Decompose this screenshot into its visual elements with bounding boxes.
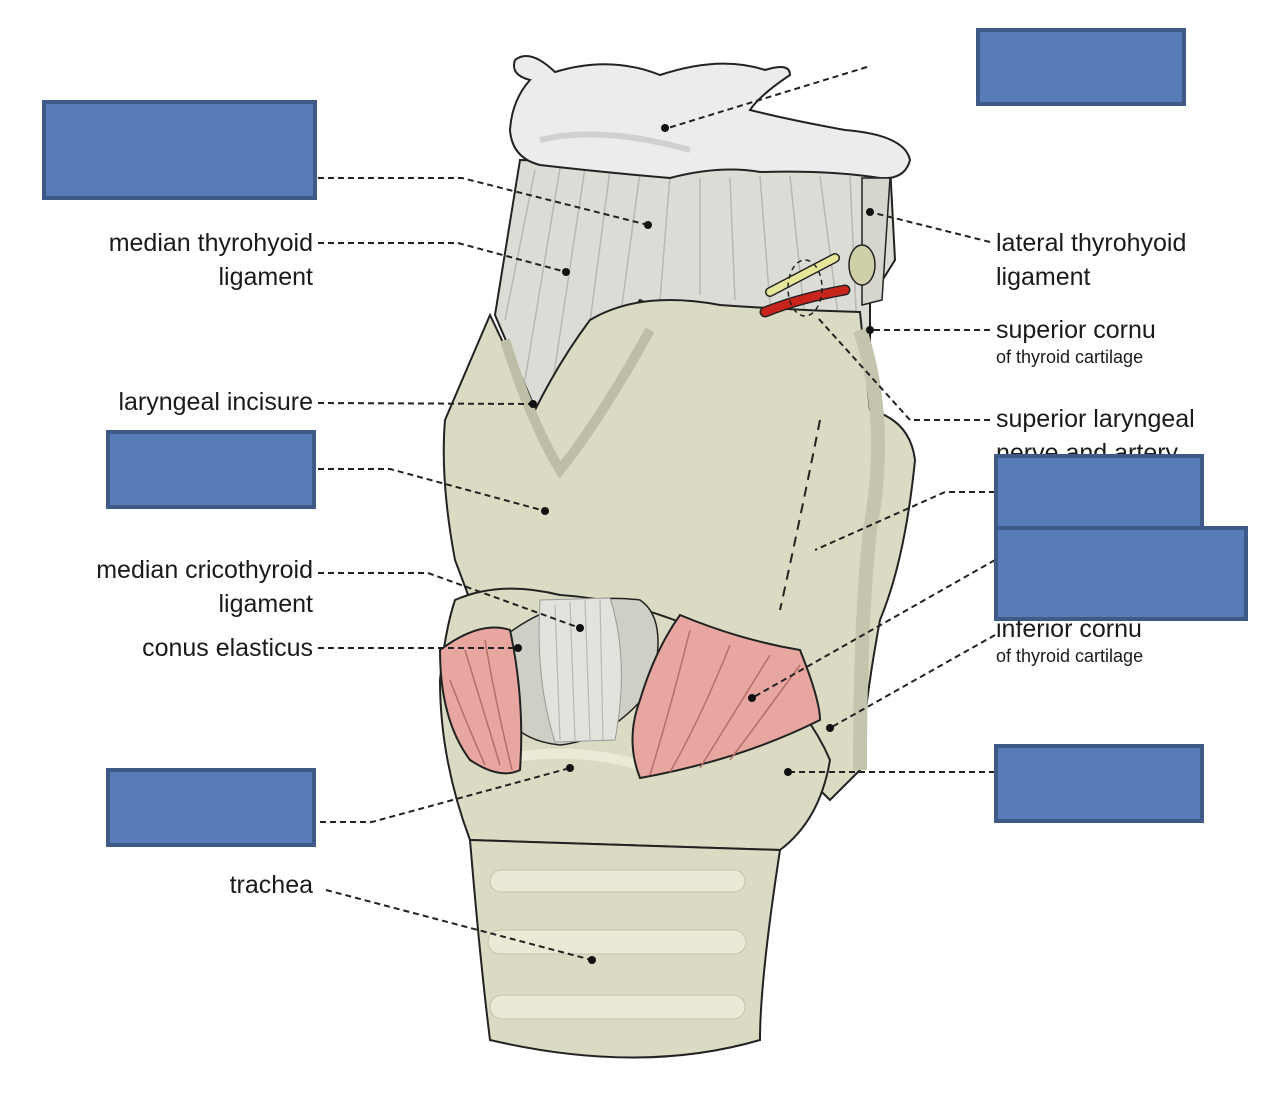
blank-label-box-cricothyroid-joint[interactable] <box>994 744 1204 823</box>
label-superior-cornu-sub: of thyroid cartilage <box>996 347 1144 367</box>
label-lateral-thyrohyoid-line2: ligament <box>996 263 1091 291</box>
hyoid-bone <box>508 55 912 180</box>
blank-label-box-cricothyroid-muscle[interactable] <box>994 526 1248 621</box>
triticeous-cartilage <box>848 244 876 286</box>
label-lateral-thyrohyoid-line1: lateral thyrohyoid <box>996 229 1187 257</box>
label-median-cricothyroid-line2: ligament <box>218 590 314 618</box>
label-lateral-thyrohyoid-ligament: lateral thyrohyoid ligament <box>996 226 1186 294</box>
blank-label-box-thyrohyoid-membrane[interactable] <box>42 100 317 200</box>
leader-dots <box>514 124 874 964</box>
label-median-thyrohyoid-line1: median thyrohyoid <box>108 229 313 257</box>
label-median-thyrohyoid-line2: ligament <box>218 263 314 291</box>
label-laryngeal-incisure: laryngeal incisure <box>118 388 313 416</box>
label-superior-cornu-main: superior cornu <box>996 316 1156 344</box>
blank-label-box-oblique-line[interactable] <box>994 454 1204 532</box>
label-superior-cornu: superior cornu of thyroid cartilage <box>996 313 1156 367</box>
label-trachea: trachea <box>229 871 313 899</box>
label-median-cricothyroid-line1: median cricothyroid <box>96 556 313 584</box>
blank-label-box-cricoid-cartilage[interactable] <box>106 768 316 847</box>
lateral-thyrohyoid-band <box>861 177 891 306</box>
tracheal-rings <box>487 869 747 1020</box>
label-superior-laryngeal-line1: superior laryngeal <box>996 405 1195 433</box>
label-median-thyrohyoid-ligament: median thyrohyoid ligament <box>109 226 313 294</box>
label-median-cricothyroid-ligament: median cricothyroid ligament <box>96 553 313 621</box>
blank-label-box-thyroid-cartilage[interactable] <box>106 430 316 509</box>
blank-label-box-hyoid[interactable] <box>976 28 1186 106</box>
label-inferior-cornu-sub: of thyroid cartilage <box>996 646 1144 666</box>
leader-lines <box>317 66 996 961</box>
cricothyroid-muscle-right <box>631 613 822 780</box>
median-cricothyroid-ligament <box>538 597 622 743</box>
label-conus-elasticus: conus elasticus <box>142 634 313 662</box>
